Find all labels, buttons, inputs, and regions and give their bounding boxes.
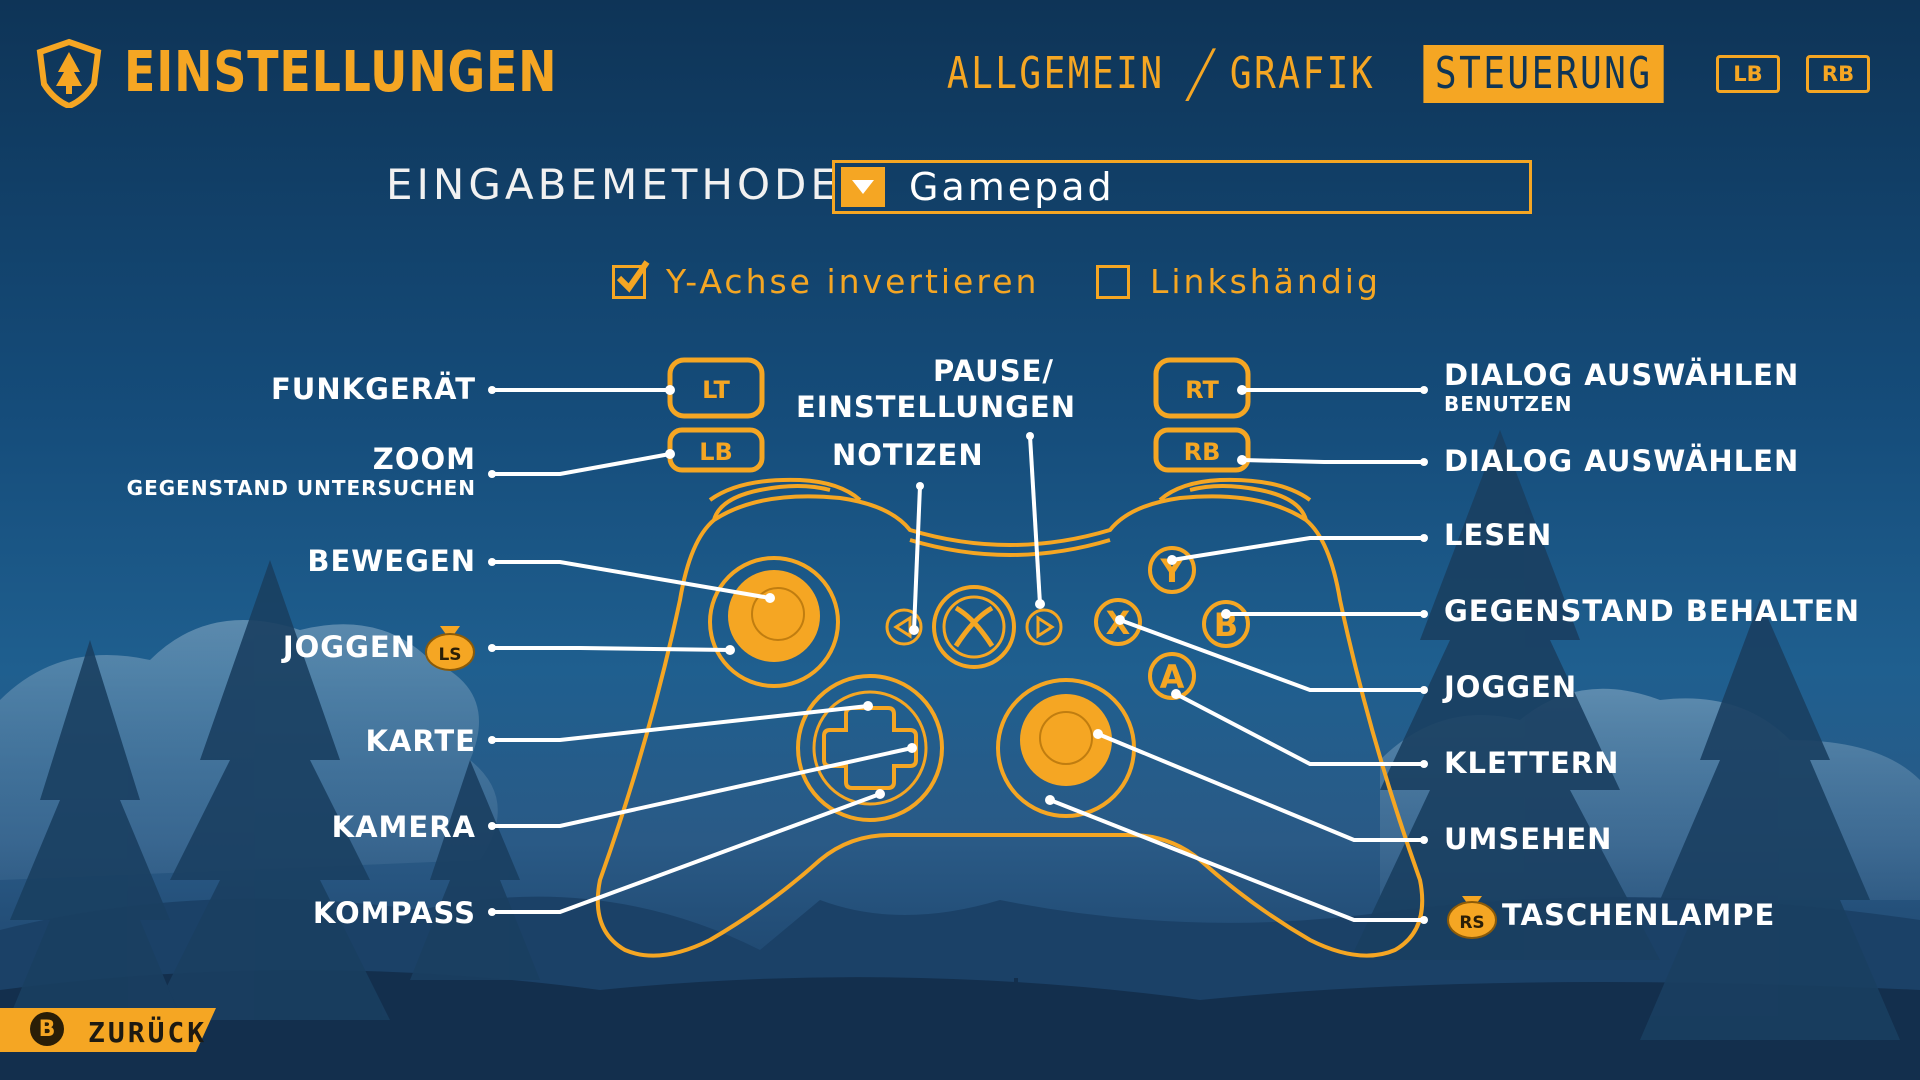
button-rt: RT <box>1153 357 1251 419</box>
mapping-rt-label: DIALOG AUSWÄHLEN <box>1444 358 1800 392</box>
mapping-rt: DIALOG AUSWÄHLEN BENUTZEN <box>1444 358 1799 416</box>
mapping-kompass: KOMPASS <box>312 896 476 930</box>
left-stick-ring <box>708 556 840 688</box>
invert-y-label: Y-Achse invertieren <box>666 262 1040 301</box>
tab-steuerung[interactable]: STEUERUNG <box>1422 45 1664 103</box>
page-title: EINSTELLUNGEN <box>124 40 558 105</box>
mapping-zoom-label: ZOOM <box>372 442 476 476</box>
mapping-klettern: KLETTERN <box>1444 746 1620 780</box>
mapping-zoom-sub: GEGENSTAND UNTERSUCHEN <box>126 476 476 500</box>
dropdown-arrow-icon[interactable] <box>841 167 885 207</box>
b-button-icon: B <box>30 1012 64 1046</box>
mapping-kamera: KAMERA <box>331 810 476 844</box>
button-lb: LB <box>667 427 765 473</box>
menu-button-icon <box>1025 608 1063 646</box>
svg-text:A: A <box>1160 658 1185 696</box>
invert-y-checkbox[interactable] <box>612 259 650 299</box>
svg-text:RS: RS <box>1459 913 1484 933</box>
prev-tab-button[interactable]: LB <box>1716 55 1780 93</box>
right-stick <box>1020 694 1112 786</box>
face-button-y: Y <box>1148 546 1196 594</box>
input-method-dropdown[interactable]: Gamepad <box>832 160 1532 214</box>
mapping-rt-sub: BENUTZEN <box>1444 392 1573 416</box>
left-handed-label: Linkshändig <box>1150 262 1381 301</box>
mapping-zoom: ZOOM GEGENSTAND UNTERSUCHEN <box>127 442 476 500</box>
left-stick <box>728 570 820 662</box>
button-rb: RB <box>1153 427 1251 473</box>
mapping-pause: PAUSE/ <box>933 354 1054 388</box>
mapping-notizen: NOTIZEN <box>832 438 984 472</box>
tab-grafik[interactable]: GRAFIK <box>1229 48 1375 99</box>
leader-dots <box>488 385 1428 924</box>
mapping-umsehen: UMSEHEN <box>1444 822 1613 856</box>
button-lt: LT <box>667 357 765 419</box>
input-method-label: EINGABEMETHODE: <box>386 160 860 209</box>
invert-y-option[interactable]: Y-Achse invertieren <box>612 259 1040 301</box>
dpad <box>796 674 944 822</box>
face-button-a: A <box>1148 652 1196 700</box>
svg-text:LB: LB <box>699 438 733 466</box>
mapping-bewegen: BEWEGEN <box>307 544 476 578</box>
back-label[interactable]: ZURÜCK <box>88 1016 208 1049</box>
svg-text:LS: LS <box>438 645 461 665</box>
left-handed-option[interactable]: Linkshändig <box>1096 262 1381 301</box>
ls-stick-icon: LS <box>425 626 475 671</box>
mapping-funkgeraet: FUNKGERÄT <box>270 372 476 406</box>
leader-lines <box>492 388 1424 922</box>
rs-stick-icon: RS <box>1447 896 1497 939</box>
mapping-rb: DIALOG AUSWÄHLEN <box>1444 444 1800 478</box>
next-tab-button[interactable]: RB <box>1806 55 1870 93</box>
svg-text:LT: LT <box>702 376 730 404</box>
badge-icon <box>36 38 102 108</box>
mapping-gegenstand-behalten: GEGENSTAND BEHALTEN <box>1444 594 1860 628</box>
svg-text:RB: RB <box>1184 438 1221 466</box>
mapping-karte: KARTE <box>365 724 476 758</box>
mapping-pause-einstellungen: EINSTELLUNGEN <box>796 390 1076 424</box>
mapping-joggen-left: JOGGEN <box>282 630 416 664</box>
input-method-value: Gamepad <box>909 165 1115 209</box>
left-handed-checkbox[interactable] <box>1096 264 1130 299</box>
mapping-lesen: LESEN <box>1444 518 1553 552</box>
mapping-joggen-right: JOGGEN <box>1444 670 1578 704</box>
mapping-taschenlampe: TASCHENLAMPE <box>1502 898 1776 932</box>
check-icon <box>616 259 650 293</box>
face-button-b: B <box>1202 600 1250 648</box>
svg-text:RT: RT <box>1185 376 1219 404</box>
tab-allgemein[interactable]: ALLGEMEIN <box>946 48 1165 99</box>
xbox-guide-icon <box>932 585 1016 669</box>
tab-bar: ALLGEMEIN / GRAFIK STEUERUNG LB RB <box>917 37 1870 111</box>
controller-outline <box>595 477 1425 958</box>
